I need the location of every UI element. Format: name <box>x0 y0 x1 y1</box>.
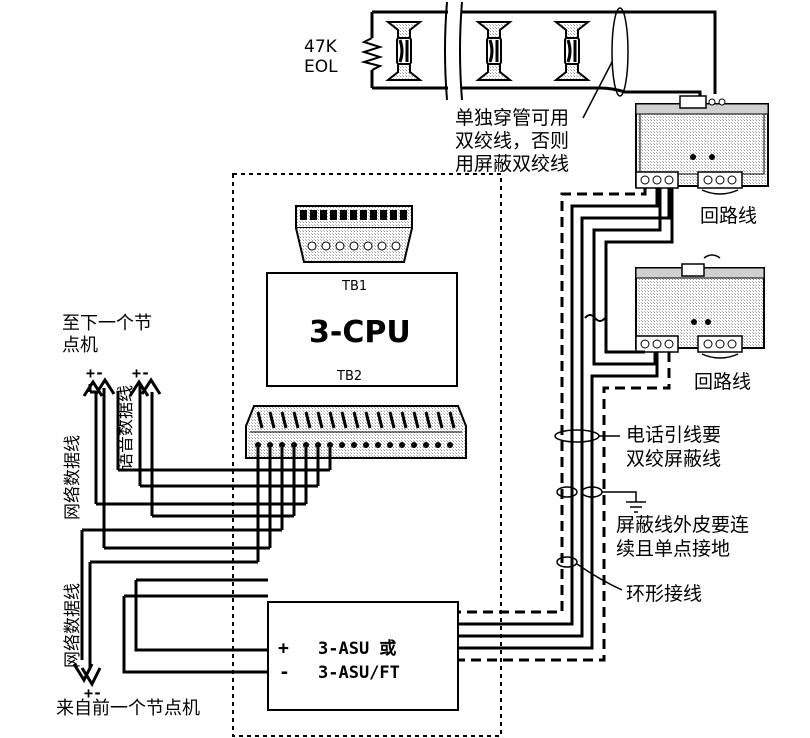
panel-enclosure <box>232 173 502 737</box>
shield-marker-1 <box>556 486 578 498</box>
asu-label-1: 3-ASU 或 <box>318 638 396 659</box>
shield-note-label-2: 续且单点接地 <box>616 538 730 560</box>
telephone-circuit <box>370 1 717 101</box>
phone-icon-3 <box>553 21 591 81</box>
asu-input-wiring <box>122 578 268 674</box>
loop-line-label-2: 回路线 <box>694 371 751 393</box>
asu-plus-label: + <box>278 638 289 659</box>
twisted-note-3: 用屏蔽双绞线 <box>455 153 569 175</box>
to-next-node-arrows <box>82 377 162 397</box>
tb1-label: TB1 <box>341 279 367 294</box>
cpu-label: 3-CPU <box>309 315 411 350</box>
eol-label-2: EOL <box>304 57 338 77</box>
terminal-strip-tb2 <box>245 405 467 459</box>
ring-wiring-marker <box>556 556 578 568</box>
from-prev-node-label: 来自前一个节点机 <box>56 698 200 719</box>
from-prev-node-arrows <box>72 663 102 688</box>
twisted-pair-marker <box>611 7 629 97</box>
phone-lead-label-1: 电话引线要 <box>626 424 721 446</box>
pm-top-left: +- <box>86 364 104 382</box>
zone-loop-wiring <box>458 188 674 662</box>
network-data-label-bottom: 网络数据线 <box>63 583 83 668</box>
network-data-label-top: 网络数据线 <box>63 435 83 520</box>
asu-box <box>267 601 459 711</box>
dip-connector <box>295 205 413 263</box>
eol-label-1: 47K <box>304 37 338 57</box>
to-next-node-label-1: 至下一个节 <box>62 313 152 334</box>
loop-line-label-1: 回路线 <box>700 205 757 227</box>
shield-note-label-1: 屏蔽线外皮要连 <box>616 514 749 536</box>
pm-top-right: +- <box>132 364 150 382</box>
eol-resistor <box>360 37 384 71</box>
wire-break-mark <box>584 314 606 322</box>
pm-bottom: +- <box>84 684 102 702</box>
phone-icon-1 <box>385 21 423 81</box>
ground-icon <box>602 491 646 513</box>
asu-label-2: 3-ASU/FT <box>318 663 400 683</box>
twisted-note-1: 单独穿管可用 <box>455 107 569 129</box>
ring-wiring-label: 环形接线 <box>626 583 702 605</box>
phone-icon-2 <box>475 21 513 81</box>
phone-lead-label-2: 双绞屏蔽线 <box>626 448 721 470</box>
zone-module-1 <box>635 95 769 195</box>
cpu-box <box>266 272 458 387</box>
asu-minus-label: - <box>279 662 290 683</box>
to-next-node-label-2: 点机 <box>62 335 98 356</box>
zone-module-2 <box>635 254 765 359</box>
voice-data-label: 语音数据线 <box>116 385 136 470</box>
tb2-label: TB2 <box>336 369 362 384</box>
twisted-note-2: 双绞线，否则 <box>455 130 569 152</box>
data-bus-wiring <box>80 384 332 668</box>
